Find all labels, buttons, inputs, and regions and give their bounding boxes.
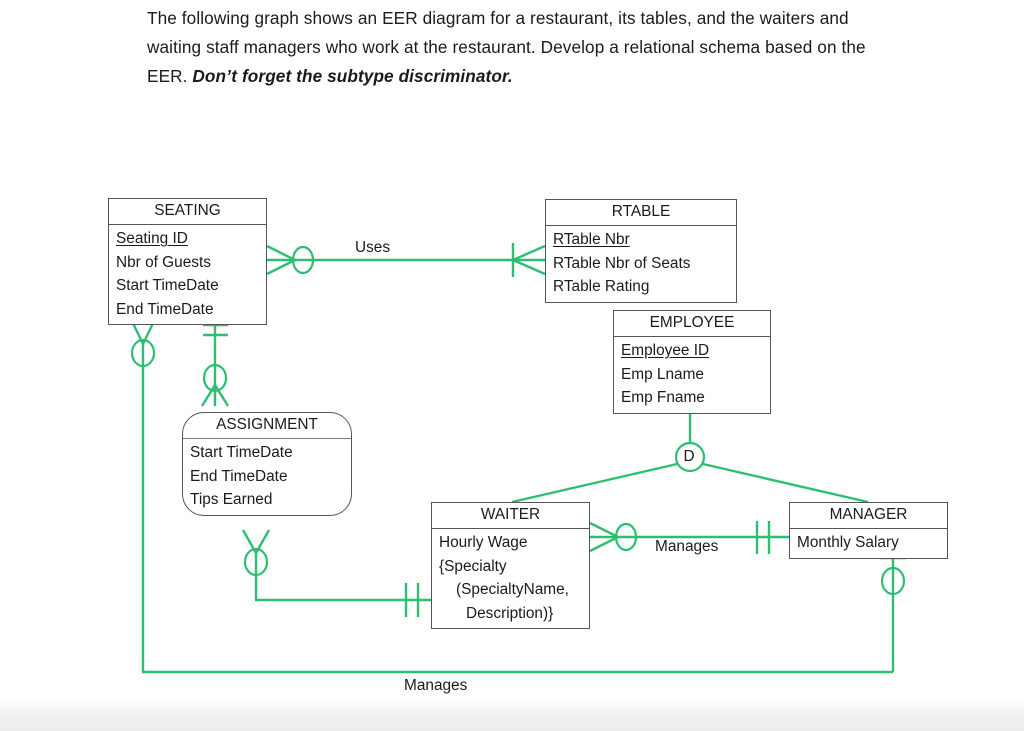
attribute-monthly-salary: Monthly Salary xyxy=(797,534,899,551)
attribute-tips-earned: Tips Earned xyxy=(190,491,273,508)
entity-assignment-title: ASSIGNMENT xyxy=(183,413,351,439)
entity-employee-title: EMPLOYEE xyxy=(614,311,770,337)
entity-employee[interactable]: EMPLOYEE Employee ID Emp Lname Emp Fname xyxy=(613,310,771,414)
attribute-rtable-rating: RTable Rating xyxy=(553,278,650,295)
prompt-text: The following graph shows an EER diagram… xyxy=(147,4,907,91)
attribute-specialty-description: Description)} xyxy=(466,604,554,622)
prompt-line-1: The following graph shows an EER diagram… xyxy=(147,8,815,28)
entity-seating-attributes: Seating ID Nbr of Guests Start TimeDate … xyxy=(109,225,266,324)
bottom-gradient-strip xyxy=(0,700,1024,731)
attribute-rtable-nbr: RTable Nbr xyxy=(553,231,630,248)
relationship-label-uses: Uses xyxy=(355,239,391,256)
attribute-assignment-start-timedate: Start TimeDate xyxy=(190,444,293,461)
entity-manager[interactable]: MANAGER Monthly Salary xyxy=(789,502,948,559)
entity-rtable-title: RTABLE xyxy=(546,200,736,226)
attribute-nbr-of-guests: Nbr of Guests xyxy=(116,253,211,271)
attribute-emp-lname: Emp Lname xyxy=(621,365,704,383)
entity-seating[interactable]: SEATING Seating ID Nbr of Guests Start T… xyxy=(108,198,267,325)
relationship-label-manages-seating: Manages xyxy=(404,677,468,694)
entity-manager-attributes: Monthly Salary xyxy=(790,529,947,558)
entity-assignment[interactable]: ASSIGNMENT Start TimeDate End TimeDate T… xyxy=(182,412,352,516)
entity-waiter[interactable]: WAITER Hourly Wage {Specialty (Specialty… xyxy=(431,502,590,629)
attribute-rtable-nbr-of-seats: RTable Nbr of Seats xyxy=(553,254,691,272)
attribute-start-timedate: Start TimeDate xyxy=(116,277,219,294)
entity-rtable-attributes: RTable Nbr RTable Nbr of Seats RTable Ra… xyxy=(546,226,736,302)
entity-employee-attributes: Employee ID Emp Lname Emp Fname xyxy=(614,337,770,413)
attribute-specialty-open: {Specialty xyxy=(439,557,507,575)
entity-waiter-title: WAITER xyxy=(432,503,589,529)
subtype-discriminator-d: D xyxy=(683,448,695,465)
attribute-employee-id: Employee ID xyxy=(621,342,710,359)
attribute-end-timedate: End TimeDate xyxy=(116,300,214,318)
attribute-seating-id: Seating ID xyxy=(116,230,188,247)
entity-seating-title: SEATING xyxy=(109,199,266,225)
prompt-line-3-plain: based on the EER. xyxy=(147,37,866,86)
entity-manager-title: MANAGER xyxy=(790,503,947,529)
attribute-hourly-wage: Hourly Wage xyxy=(439,534,528,551)
entity-waiter-attributes: Hourly Wage {Specialty (SpecialtyName, D… xyxy=(432,529,589,628)
attribute-assignment-end-timedate: End TimeDate xyxy=(190,467,288,485)
entity-rtable[interactable]: RTABLE RTable Nbr RTable Nbr of Seats RT… xyxy=(545,199,737,303)
entity-assignment-attributes: Start TimeDate End TimeDate Tips Earned xyxy=(183,439,351,515)
prompt-line-2: and waiting staff managers who work at t… xyxy=(147,8,849,57)
attribute-specialty-name: (SpecialtyName, xyxy=(456,581,569,598)
relationship-label-manages-waiter: Manages xyxy=(655,538,719,555)
prompt-line-3-emphasis: Don’t forget the subtype discriminator. xyxy=(192,66,513,86)
attribute-emp-fname: Emp Fname xyxy=(621,389,705,406)
